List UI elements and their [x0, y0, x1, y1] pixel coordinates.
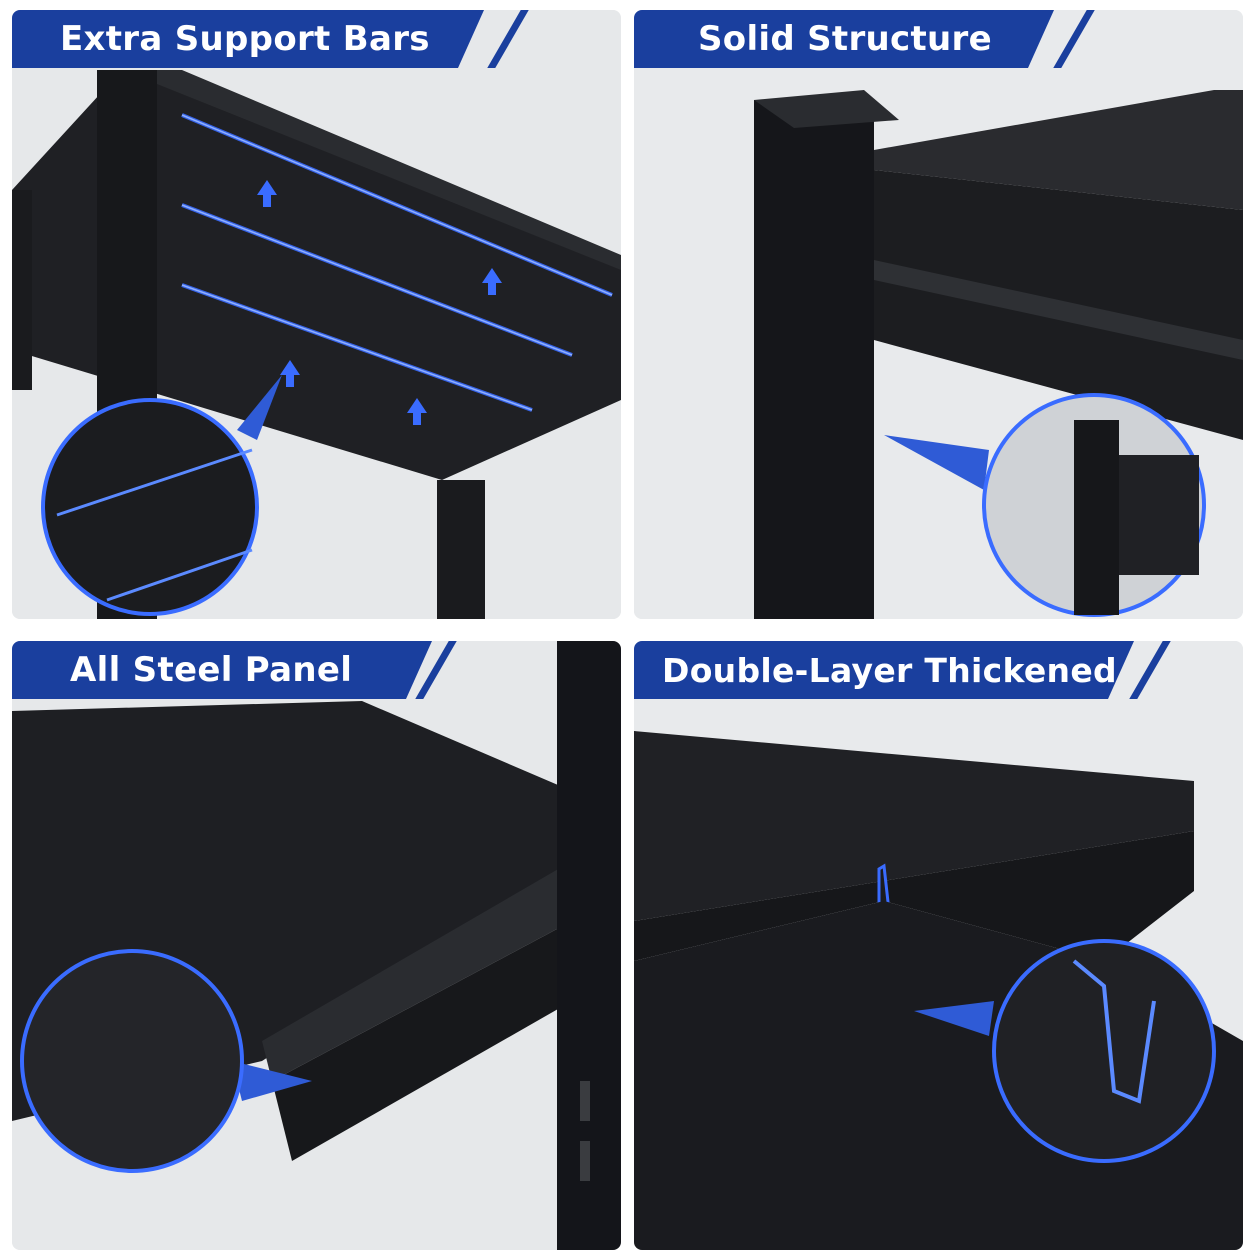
magnifier-pointer-icon: [232, 1061, 312, 1101]
double-layer-edge-illustration: [634, 641, 1243, 1250]
panel-title: Extra Support Bars: [60, 19, 430, 59]
panel-title: Double-Layer Thickened: [662, 650, 1117, 690]
magnifier-pointer-icon: [914, 1001, 994, 1036]
magnifier-pointer-icon: [237, 375, 282, 440]
post-and-beam-illustration: [634, 10, 1243, 619]
magnifier-pointer-icon: [884, 435, 989, 490]
panel-extra-support-bars: Extra Support Bars: [12, 10, 621, 619]
panel-title-banner: Double-Layer Thickened: [634, 641, 1134, 699]
panel-title-banner: Extra Support Bars: [12, 10, 484, 68]
shelf-underside-illustration: [12, 10, 621, 619]
panel-solid-structure: Solid Structure: [634, 10, 1243, 619]
panel-all-steel-panel: All Steel Panel: [12, 641, 621, 1250]
panel-title: Solid Structure: [698, 19, 992, 59]
steel-panel-illustration: [12, 641, 621, 1250]
up-arrow-icon: [257, 180, 502, 425]
panel-title-banner: Solid Structure: [634, 10, 1054, 68]
panel-title-banner: All Steel Panel: [12, 641, 432, 699]
panel-title: All Steel Panel: [70, 650, 353, 690]
panel-double-layer-thickened: Double-Layer Thickened: [634, 641, 1243, 1250]
